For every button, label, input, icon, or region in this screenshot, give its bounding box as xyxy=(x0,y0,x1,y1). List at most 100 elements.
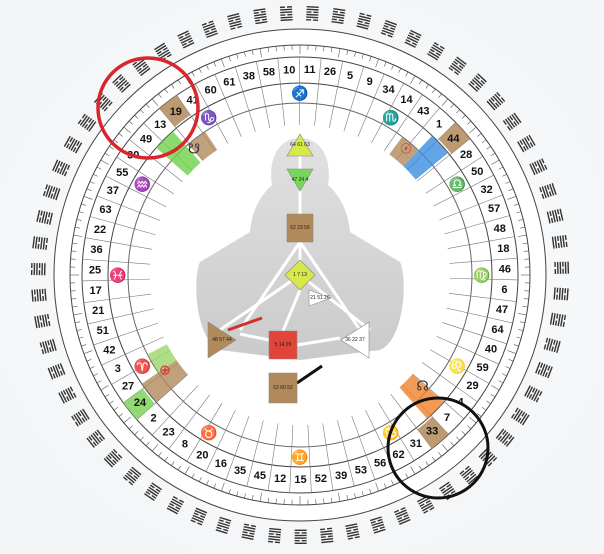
gate-label: 37 xyxy=(107,185,119,197)
gate-label: 19 xyxy=(170,106,182,118)
center-gates: 47 24 4 xyxy=(292,177,309,183)
gate-label: 7 xyxy=(444,412,450,424)
tick xyxy=(502,173,507,177)
tick xyxy=(522,242,528,244)
center-sacral xyxy=(268,330,298,360)
hexagram-mark xyxy=(495,428,515,447)
tick xyxy=(71,250,77,252)
tick xyxy=(432,88,436,94)
tick xyxy=(86,359,92,362)
tick xyxy=(346,49,349,55)
sign-ring-inner xyxy=(127,102,473,448)
zodiac-sign: ♎ xyxy=(449,176,466,193)
tick xyxy=(213,483,216,489)
tick xyxy=(171,461,175,466)
tick xyxy=(134,431,139,435)
tick xyxy=(96,166,102,170)
hexagram-mark xyxy=(132,57,151,77)
tick xyxy=(331,47,333,53)
tick xyxy=(236,491,239,497)
activation-arcs xyxy=(123,95,471,449)
tick xyxy=(251,49,254,55)
spoke xyxy=(87,308,154,325)
tick xyxy=(81,344,87,347)
gate-label: 55 xyxy=(116,167,128,179)
tick xyxy=(140,436,144,441)
zodiac-sign: ♈ xyxy=(134,358,151,375)
gate-label: 58 xyxy=(263,66,275,78)
tick xyxy=(113,139,119,143)
planet-glyph: ☋ xyxy=(188,141,200,157)
spoke xyxy=(195,83,229,144)
hexagram-mark xyxy=(103,448,123,468)
tick xyxy=(518,219,524,221)
tick xyxy=(213,61,216,67)
gate-label: 39 xyxy=(335,470,347,482)
hexagram-mark xyxy=(52,159,71,177)
gate-label: 6 xyxy=(501,284,507,296)
gate-label: 1 xyxy=(436,118,442,130)
tick xyxy=(83,196,93,200)
hexagram-mark xyxy=(227,12,243,30)
gate-ring-inner xyxy=(107,82,493,468)
hexagram-mark xyxy=(86,429,106,448)
gate-label: 50 xyxy=(471,166,483,178)
spoke xyxy=(351,415,376,480)
red-circle xyxy=(96,56,200,160)
center-gates: 36 22 37 xyxy=(345,337,365,343)
hexagram-mark xyxy=(427,41,445,61)
tick xyxy=(523,250,529,252)
hexagram-mark xyxy=(267,527,282,544)
tick xyxy=(228,488,231,494)
tick xyxy=(71,298,77,300)
tick xyxy=(450,103,455,108)
spoke xyxy=(444,215,510,235)
gate-label: 13 xyxy=(154,119,166,131)
zodiac-sign: ♌ xyxy=(449,358,466,375)
tick xyxy=(517,234,527,237)
gate-highlight xyxy=(123,388,155,420)
hexagram-mark xyxy=(543,337,561,353)
tick xyxy=(508,359,514,362)
tick xyxy=(267,47,269,53)
center-throat xyxy=(286,213,314,243)
hexagram-mark xyxy=(539,183,557,199)
activation-bar xyxy=(147,344,177,373)
spoke xyxy=(168,394,210,450)
spoke xyxy=(425,156,483,194)
hexagram-mark xyxy=(77,113,97,132)
tick xyxy=(128,120,133,125)
tick xyxy=(354,493,356,499)
gate-label: 22 xyxy=(94,224,106,236)
tick xyxy=(502,373,507,377)
tick xyxy=(486,400,491,404)
tick xyxy=(118,133,123,137)
tick xyxy=(73,313,83,316)
zodiac-sign: ♉ xyxy=(200,425,217,442)
hexagram-mark xyxy=(478,448,498,467)
center-gates: 62 23 56 xyxy=(290,225,310,231)
tick xyxy=(76,329,82,331)
tick xyxy=(145,103,150,108)
tick xyxy=(323,46,325,52)
hexagram-mark xyxy=(306,6,319,21)
tick xyxy=(109,146,114,150)
gate-label: 12 xyxy=(274,473,286,485)
tick xyxy=(78,336,84,339)
center-gates: 21 51 26 xyxy=(310,295,330,301)
activation-bar xyxy=(389,136,419,167)
hexagram-mark xyxy=(502,112,522,131)
tick xyxy=(228,56,231,62)
tick-ring-inner xyxy=(81,56,519,494)
tick xyxy=(244,51,246,57)
tick xyxy=(369,488,372,494)
tick xyxy=(410,75,416,84)
tick xyxy=(134,115,139,119)
hexagram-mark xyxy=(393,507,411,525)
gate-label: 61 xyxy=(223,77,235,89)
gate-label: 49 xyxy=(140,134,152,146)
gate-label: 9 xyxy=(367,76,373,88)
zodiac-sign: ♏ xyxy=(382,109,399,126)
tick xyxy=(456,436,460,441)
activation-bar xyxy=(399,374,444,419)
